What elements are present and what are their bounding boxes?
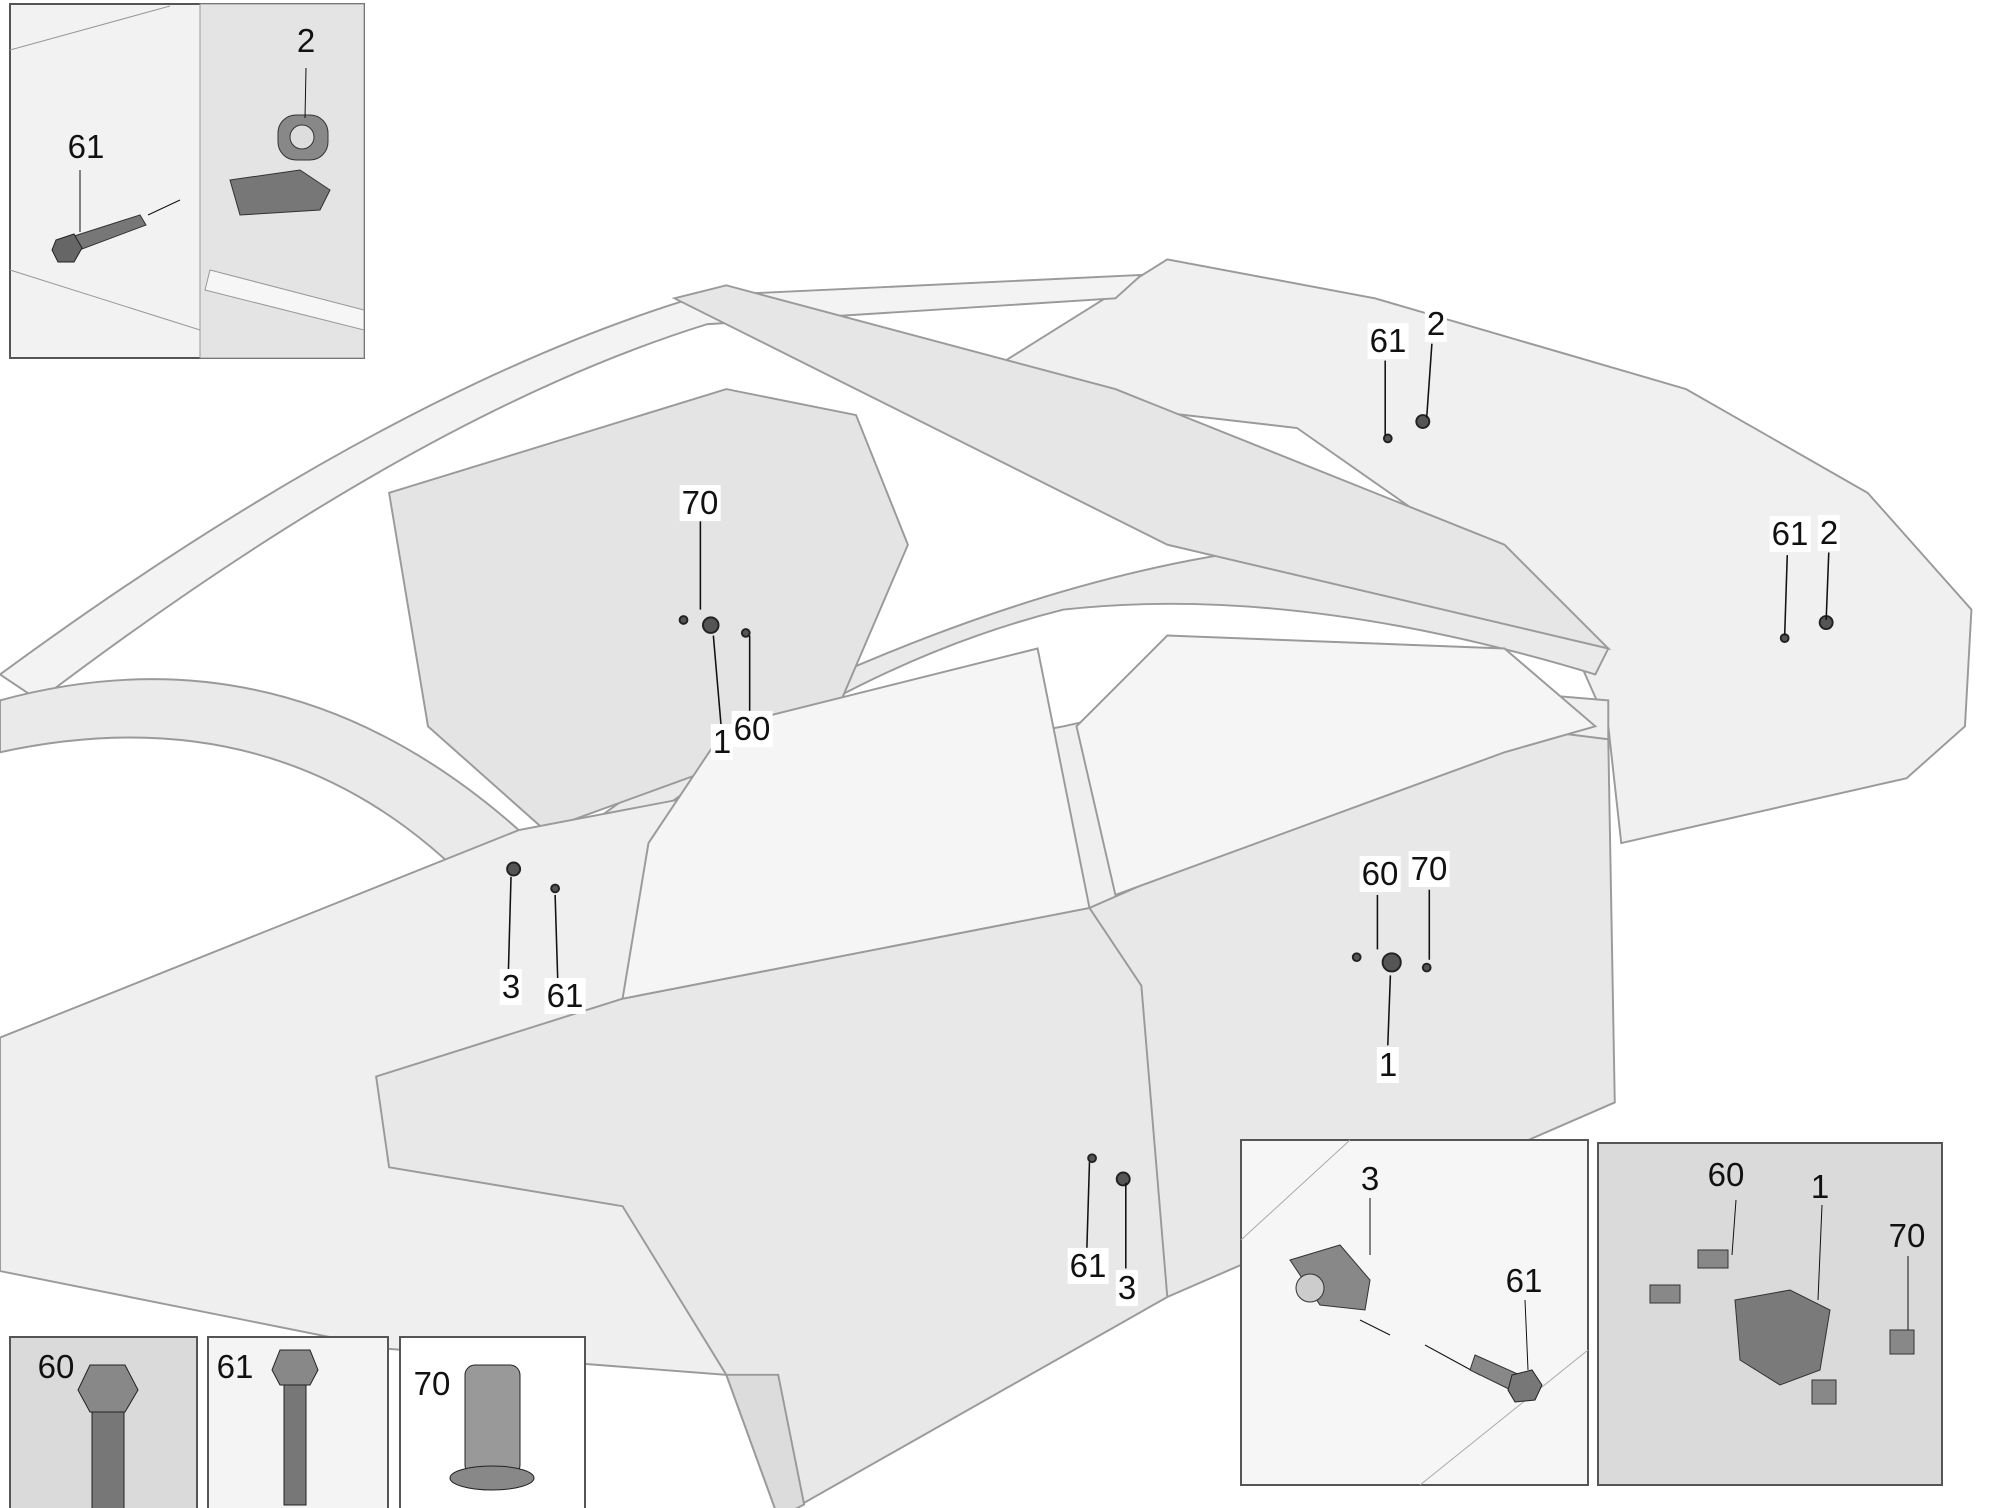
swatch-61-label: 61 (216, 1348, 254, 1385)
inset-front-hinge-part-label: 3 (1360, 1160, 1380, 1197)
inset-rear-hinge-bolt-label: 61 (67, 128, 105, 165)
callout-61-rear-hinge-bolt-right: 61 (1769, 515, 1811, 552)
callout-70-nut-door: 70 (1408, 850, 1450, 887)
inset-lock-art (1597, 1142, 1943, 1486)
door-seam (1088, 907, 1169, 1298)
callout-61-front-hinge-bolt-lower: 61 (1067, 1247, 1109, 1284)
inset-lock-screw-label: 60 (1707, 1156, 1745, 1193)
swatch-60-label: 60 (37, 1348, 75, 1385)
roof-rail-left (0, 273, 1145, 702)
fastener-swatches-art (9, 1336, 586, 1508)
callout-61-front-hinge-bolt: 61 (544, 977, 586, 1014)
cross-member (671, 284, 1612, 651)
inset-front-hinge-art (1240, 1139, 1589, 1486)
callout-3-front-hinge-lower: 3 (1115, 1269, 1139, 1306)
callout-1-lock-door: 1 (1376, 1046, 1400, 1083)
swatch-70-label: 70 (413, 1365, 451, 1402)
rocker-front (724, 1373, 806, 1508)
callout-1-lock: 1 (710, 723, 734, 760)
inset-rear-hinge-part-label: 2 (296, 22, 316, 59)
callout-2-rear-hinge: 2 (1424, 305, 1448, 342)
callout-2-rear-hinge-right: 2 (1817, 514, 1841, 551)
inset-lock-part-label: 1 (1810, 1168, 1830, 1205)
callout-61-rear-hinge-bolt: 61 (1367, 322, 1409, 359)
door-window-rear (1075, 634, 1598, 897)
callout-70-nut: 70 (679, 484, 721, 521)
callout-60-screw: 60 (731, 710, 773, 747)
inset-rear-hinge-art (9, 3, 365, 359)
inset-lock-nut-label: 70 (1888, 1217, 1926, 1254)
callout-60-screw-door: 60 (1359, 855, 1401, 892)
inset-front-hinge-bolt-label: 61 (1505, 1262, 1543, 1299)
callout-3-front-hinge: 3 (499, 968, 523, 1005)
